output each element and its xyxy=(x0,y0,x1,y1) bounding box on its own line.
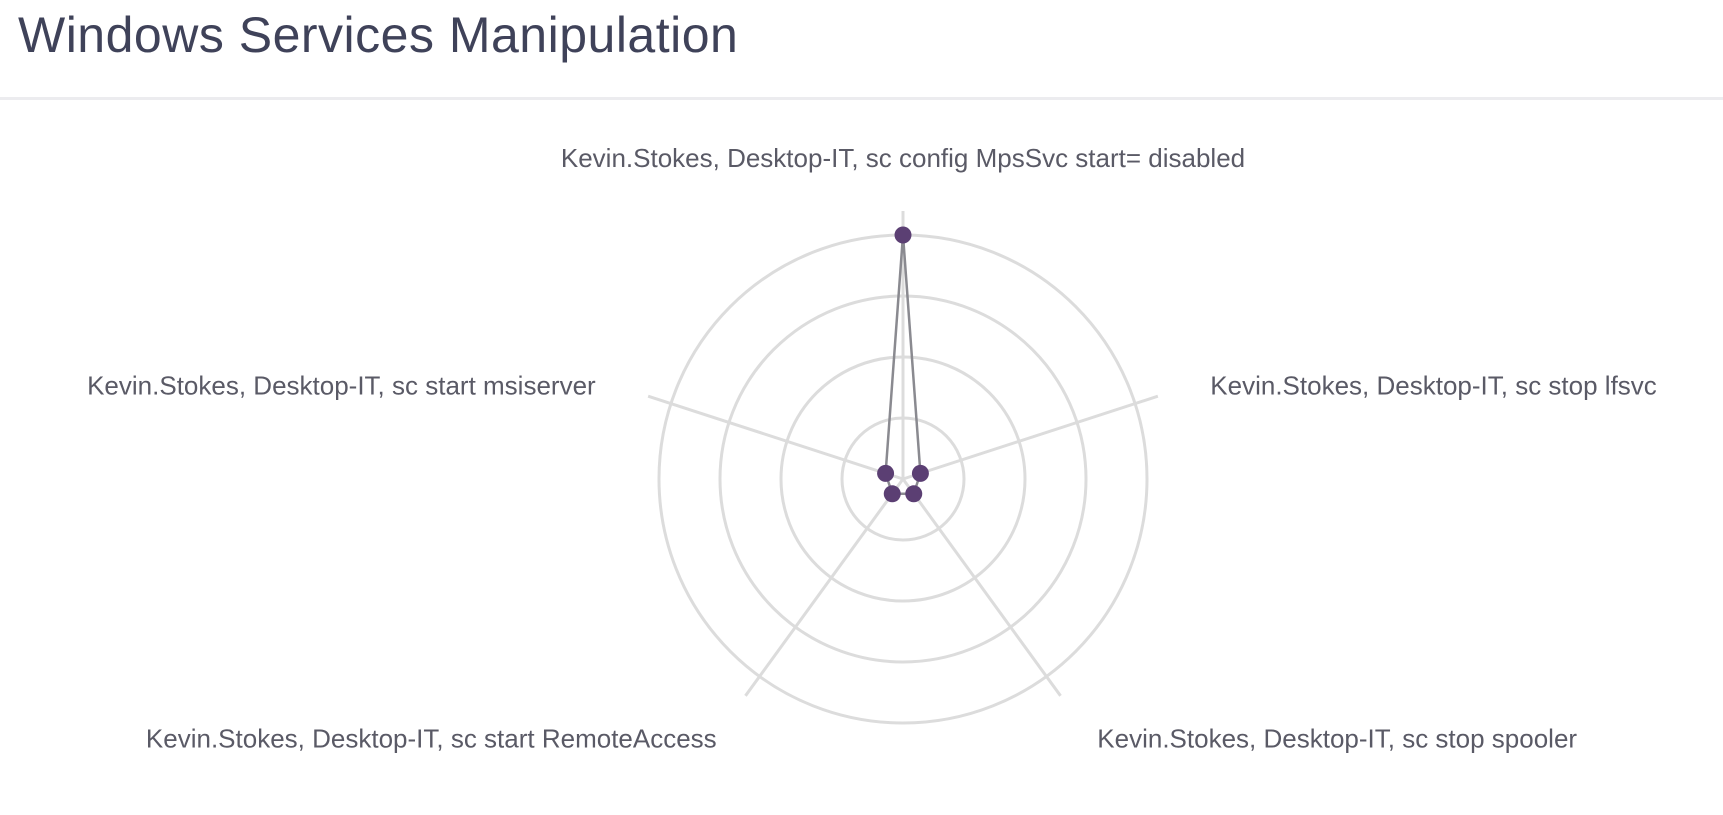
panel-header: Windows Services Manipulation xyxy=(0,0,1723,100)
axis-label-5: Kevin.Stokes, Desktop-IT, sc start msise… xyxy=(87,370,596,400)
radar-series xyxy=(884,233,922,496)
data-point-5[interactable] xyxy=(877,464,895,482)
series-line xyxy=(884,233,922,496)
chart-area: Kevin.Stokes, Desktop-IT, sc config MpsS… xyxy=(0,103,1723,810)
axis-spoke-4 xyxy=(744,478,905,697)
axis-label-4: Kevin.Stokes, Desktop-IT, sc start Remot… xyxy=(146,724,717,754)
data-point-3[interactable] xyxy=(905,485,923,503)
axis-spoke-2 xyxy=(902,394,1159,481)
data-point-1[interactable] xyxy=(894,226,912,244)
radar-axes xyxy=(647,211,1159,697)
radar-chart: Kevin.Stokes, Desktop-IT, sc config MpsS… xyxy=(87,143,1657,754)
data-point-4[interactable] xyxy=(883,485,901,503)
axis-label-2: Kevin.Stokes, Desktop-IT, sc stop lfsvc xyxy=(1210,370,1657,400)
data-point-2[interactable] xyxy=(911,464,929,482)
axis-label-1: Kevin.Stokes, Desktop-IT, sc config MpsS… xyxy=(561,143,1245,173)
radar-points xyxy=(877,226,929,503)
axis-spoke-5 xyxy=(647,394,904,481)
axis-label-3: Kevin.Stokes, Desktop-IT, sc stop spoole… xyxy=(1097,724,1577,754)
panel-title: Windows Services Manipulation xyxy=(18,7,739,63)
radar-labels: Kevin.Stokes, Desktop-IT, sc config MpsS… xyxy=(87,143,1657,754)
axis-spoke-3 xyxy=(901,478,1062,697)
